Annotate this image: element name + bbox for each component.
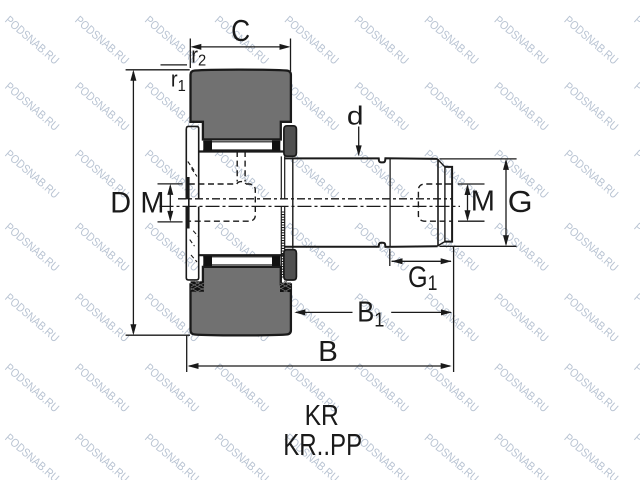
svg-text:PODSNAB.RU: PODSNAB.RU	[631, 148, 640, 202]
svg-text:PODSNAB.RU: PODSNAB.RU	[2, 14, 61, 68]
svg-text:PODSNAB.RU: PODSNAB.RU	[2, 432, 61, 480]
svg-text:PODSNAB.RU: PODSNAB.RU	[2, 362, 61, 416]
svg-text:PODSNAB.RU: PODSNAB.RU	[72, 14, 131, 68]
svg-text:d: d	[347, 101, 364, 130]
svg-text:B: B	[318, 336, 338, 367]
svg-text:PODSNAB.RU: PODSNAB.RU	[142, 432, 201, 480]
svg-text:D: D	[110, 187, 131, 219]
svg-text:PODSNAB.RU: PODSNAB.RU	[561, 432, 620, 480]
svg-text:PODSNAB.RU: PODSNAB.RU	[491, 362, 550, 416]
svg-text:r1: r1	[171, 68, 186, 95]
svg-text:PODSNAB.RU: PODSNAB.RU	[491, 221, 550, 275]
svg-text:PODSNAB.RU: PODSNAB.RU	[422, 432, 481, 480]
svg-text:PODSNAB.RU: PODSNAB.RU	[561, 221, 620, 275]
svg-text:PODSNAB.RU: PODSNAB.RU	[72, 291, 131, 345]
svg-text:PODSNAB.RU: PODSNAB.RU	[561, 291, 620, 345]
svg-text:PODSNAB.RU: PODSNAB.RU	[72, 432, 131, 480]
svg-text:PODSNAB.RU: PODSNAB.RU	[631, 362, 640, 416]
svg-text:PODSNAB.RU: PODSNAB.RU	[561, 362, 620, 416]
svg-text:PODSNAB.RU: PODSNAB.RU	[422, 221, 481, 275]
svg-text:G1: G1	[408, 260, 437, 296]
svg-text:PODSNAB.RU: PODSNAB.RU	[561, 148, 620, 202]
svg-text:PODSNAB.RU: PODSNAB.RU	[422, 362, 481, 416]
svg-text:PODSNAB.RU: PODSNAB.RU	[631, 432, 640, 480]
svg-text:PODSNAB.RU: PODSNAB.RU	[491, 291, 550, 345]
svg-text:C: C	[231, 14, 250, 48]
svg-text:KR: KR	[305, 399, 339, 431]
svg-text:PODSNAB.RU: PODSNAB.RU	[212, 432, 271, 480]
svg-text:M: M	[471, 186, 495, 218]
svg-text:PODSNAB.RU: PODSNAB.RU	[352, 14, 411, 68]
svg-text:PODSNAB.RU: PODSNAB.RU	[422, 80, 481, 134]
svg-text:PODSNAB.RU: PODSNAB.RU	[2, 221, 61, 275]
svg-text:PODSNAB.RU: PODSNAB.RU	[561, 14, 620, 68]
svg-text:PODSNAB.RU: PODSNAB.RU	[72, 221, 131, 275]
svg-text:PODSNAB.RU: PODSNAB.RU	[2, 291, 61, 345]
svg-text:PODSNAB.RU: PODSNAB.RU	[561, 80, 620, 134]
svg-text:PODSNAB.RU: PODSNAB.RU	[422, 291, 481, 345]
svg-text:PODSNAB.RU: PODSNAB.RU	[631, 291, 640, 345]
svg-text:PODSNAB.RU: PODSNAB.RU	[491, 80, 550, 134]
svg-text:PODSNAB.RU: PODSNAB.RU	[491, 432, 550, 480]
svg-text:KR..PP: KR..PP	[283, 427, 362, 461]
svg-text:PODSNAB.RU: PODSNAB.RU	[352, 362, 411, 416]
svg-text:PODSNAB.RU: PODSNAB.RU	[72, 362, 131, 416]
svg-text:PODSNAB.RU: PODSNAB.RU	[142, 362, 201, 416]
svg-text:G: G	[508, 185, 533, 219]
svg-text:PODSNAB.RU: PODSNAB.RU	[631, 221, 640, 275]
svg-text:PODSNAB.RU: PODSNAB.RU	[631, 80, 640, 134]
svg-text:PODSNAB.RU: PODSNAB.RU	[2, 148, 61, 202]
svg-text:PODSNAB.RU: PODSNAB.RU	[212, 148, 271, 202]
svg-text:PODSNAB.RU: PODSNAB.RU	[2, 80, 61, 134]
svg-text:PODSNAB.RU: PODSNAB.RU	[72, 80, 131, 134]
svg-text:PODSNAB.RU: PODSNAB.RU	[142, 221, 201, 275]
svg-text:B1: B1	[357, 296, 384, 331]
svg-text:PODSNAB.RU: PODSNAB.RU	[352, 148, 411, 202]
svg-text:PODSNAB.RU: PODSNAB.RU	[631, 14, 640, 68]
svg-text:PODSNAB.RU: PODSNAB.RU	[422, 14, 481, 68]
svg-text:M: M	[140, 187, 164, 219]
svg-text:PODSNAB.RU: PODSNAB.RU	[212, 362, 271, 416]
svg-text:PODSNAB.RU: PODSNAB.RU	[491, 14, 550, 68]
